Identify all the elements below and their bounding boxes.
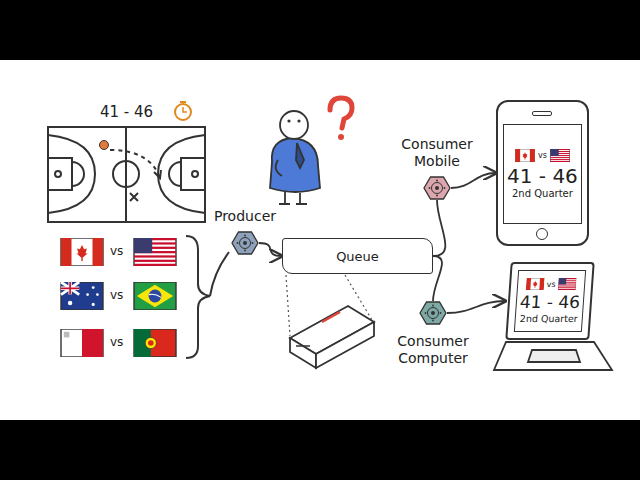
device-display: vs 41 - 462nd Quarter bbox=[514, 270, 586, 332]
hexagon-outline bbox=[423, 176, 451, 200]
node-label: Consumer Mobile bbox=[397, 136, 477, 170]
vs-text: vs bbox=[538, 151, 547, 160]
speaker bbox=[532, 111, 552, 116]
connector bbox=[433, 256, 442, 301]
queue-node-hexagon: Consumer Computer bbox=[419, 301, 447, 325]
connector bbox=[451, 173, 496, 188]
score-text: 41 - 46 bbox=[519, 293, 581, 313]
device-display: vs 41 - 462nd Quarter bbox=[503, 124, 582, 224]
laptop-screen: vs 41 - 462nd Quarter bbox=[505, 262, 594, 340]
flag-icon bbox=[515, 149, 535, 162]
vs-label: vs bbox=[110, 244, 123, 258]
queue-node-hexagon: Consumer Mobile bbox=[423, 176, 451, 200]
flag-row: vs bbox=[525, 278, 577, 290]
phone-screen: vs 41 - 462nd Quarter bbox=[496, 100, 589, 246]
flag-icon bbox=[558, 278, 577, 290]
flag-row: vs bbox=[515, 149, 570, 162]
connector bbox=[433, 200, 445, 256]
vs-label: vs bbox=[110, 288, 123, 302]
score-text: 41 - 46 bbox=[507, 165, 578, 188]
connector bbox=[259, 243, 282, 256]
hexagon-outline bbox=[231, 231, 259, 255]
connector bbox=[447, 301, 505, 313]
node-label: Producer bbox=[200, 208, 290, 225]
node-label: Consumer Computer bbox=[393, 333, 473, 367]
queue-label: Queue bbox=[336, 249, 379, 264]
quarter-text: 2nd Quarter bbox=[512, 188, 573, 200]
quarter-text: 2nd Quarter bbox=[519, 313, 578, 324]
vs-text: vs bbox=[546, 280, 556, 289]
flag-icon bbox=[550, 149, 570, 162]
home-button bbox=[536, 228, 548, 240]
score-label: 41 - 46 bbox=[100, 103, 153, 121]
flag-icon bbox=[525, 278, 544, 290]
vs-label: vs bbox=[110, 335, 123, 349]
queue-band: Queue bbox=[282, 238, 433, 274]
hexagon-outline bbox=[419, 301, 447, 325]
queue-node-hexagon: Producer bbox=[231, 231, 259, 255]
